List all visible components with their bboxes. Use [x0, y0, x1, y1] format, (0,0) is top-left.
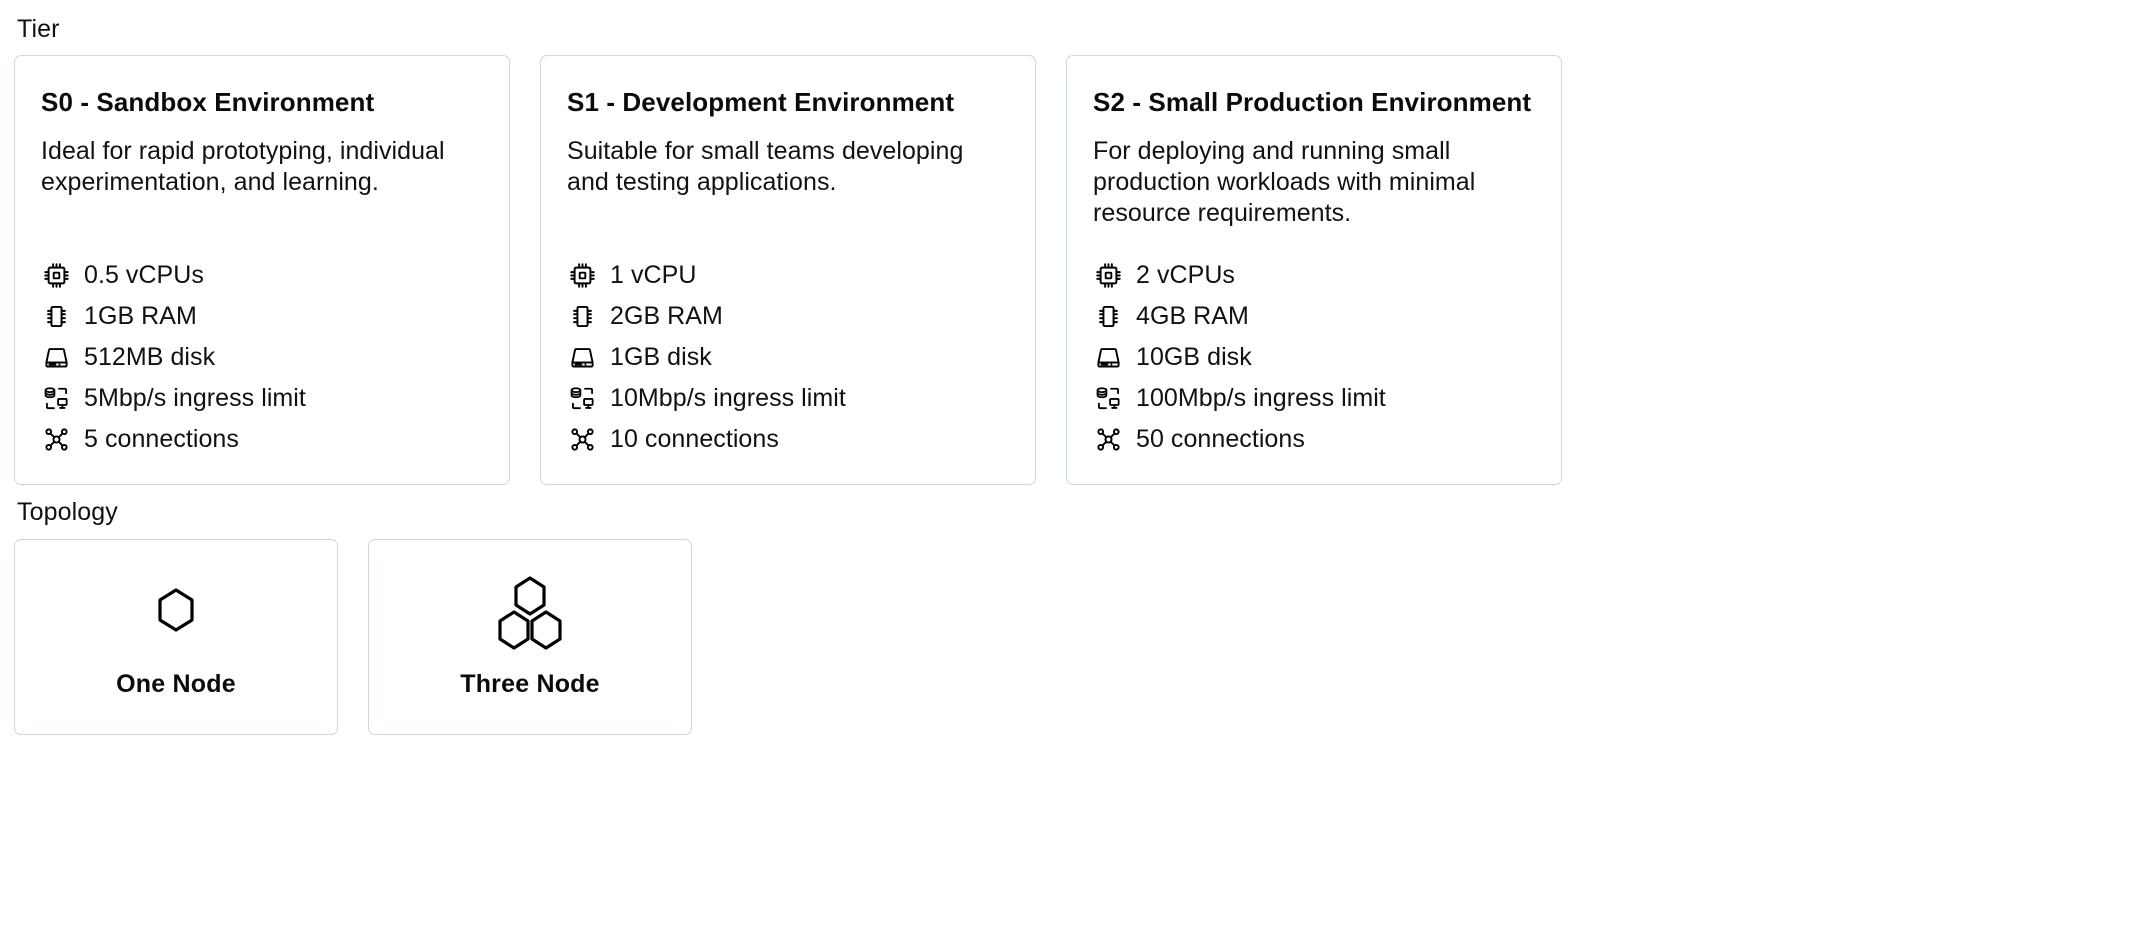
network-graph-icon [1093, 425, 1123, 455]
memory-icon [567, 302, 597, 332]
spec-value: 1GB RAM [84, 302, 197, 330]
spec-row-disk: 512MB disk [41, 337, 483, 378]
spec-value: 512MB disk [84, 343, 216, 371]
tier-card-description: For deploying and running small producti… [1093, 137, 1476, 227]
memory-icon [1093, 302, 1123, 332]
spec-row-memory: 1GB RAM [41, 296, 483, 337]
data-transfer-icon [567, 384, 597, 414]
triple-hexagon-icon [491, 575, 569, 653]
tier-card-list: S0 - Sandbox Environment Ideal for rapid… [14, 55, 2132, 485]
topology-option-three-node[interactable]: Three Node [368, 539, 692, 735]
spec-row-cpu: 0.5 vCPUs [41, 255, 483, 296]
spec-row-ingress: 100Mbp/s ingress limit [1093, 378, 1535, 419]
disk-icon [1093, 343, 1123, 373]
tier-card-title: S2 - Small Production Environment [1093, 87, 1532, 117]
spec-row-connections: 10 connections [567, 419, 1009, 460]
tier-card-description: Ideal for rapid prototyping, individual … [41, 137, 445, 196]
spec-row-ingress: 10Mbp/s ingress limit [567, 378, 1009, 419]
spec-row-cpu: 2 vCPUs [1093, 255, 1535, 296]
spec-row-memory: 2GB RAM [567, 296, 1009, 337]
tier-section-label: Tier [17, 15, 60, 43]
cpu-icon [1093, 261, 1123, 291]
data-transfer-icon [1093, 384, 1123, 414]
topology-option-one-node[interactable]: One Node [14, 539, 338, 735]
cpu-icon [567, 261, 597, 291]
topology-option-list: One Node Three Node [14, 539, 2132, 735]
cpu-icon [41, 261, 71, 291]
memory-icon [41, 302, 71, 332]
spec-value: 100Mbp/s ingress limit [1136, 384, 1386, 412]
spec-value: 2GB RAM [610, 302, 723, 330]
spec-value: 50 connections [1136, 425, 1305, 453]
spec-row-disk: 1GB disk [567, 337, 1009, 378]
spec-value: 10Mbp/s ingress limit [610, 384, 846, 412]
tier-card-description: Suitable for small teams developing and … [567, 137, 964, 196]
tier-card-title: S1 - Development Environment [567, 87, 955, 117]
spec-row-connections: 5 connections [41, 419, 483, 460]
tier-card-s0[interactable]: S0 - Sandbox Environment Ideal for rapid… [14, 55, 510, 485]
tier-card-s2[interactable]: S2 - Small Production Environment For de… [1066, 55, 1562, 485]
spec-value: 2 vCPUs [1136, 261, 1235, 289]
tier-spec-list: 2 vCPUs 4GB RAM [1093, 229, 1535, 460]
network-graph-icon [41, 425, 71, 455]
spec-value: 10GB disk [1136, 343, 1252, 371]
spec-row-ingress: 5Mbp/s ingress limit [41, 378, 483, 419]
disk-icon [567, 343, 597, 373]
tier-card-title: S0 - Sandbox Environment [41, 87, 375, 117]
spec-value: 5 connections [84, 425, 239, 453]
spec-value: 1 vCPU [610, 261, 697, 289]
spec-value: 4GB RAM [1136, 302, 1249, 330]
spec-value: 1GB disk [610, 343, 712, 371]
tier-spec-list: 0.5 vCPUs 1GB RAM [41, 229, 483, 460]
disk-icon [41, 343, 71, 373]
spec-value: 10 connections [610, 425, 779, 453]
spec-row-memory: 4GB RAM [1093, 296, 1535, 337]
single-hexagon-icon [153, 575, 199, 653]
topology-option-label: One Node [116, 670, 236, 698]
tier-card-s1[interactable]: S1 - Development Environment Suitable fo… [540, 55, 1036, 485]
spec-row-disk: 10GB disk [1093, 337, 1535, 378]
data-transfer-icon [41, 384, 71, 414]
topology-section-label: Topology [17, 498, 118, 526]
spec-value: 5Mbp/s ingress limit [84, 384, 306, 412]
spec-row-cpu: 1 vCPU [567, 255, 1009, 296]
spec-row-connections: 50 connections [1093, 419, 1535, 460]
tier-spec-list: 1 vCPU 2GB RAM [567, 229, 1009, 460]
topology-option-label: Three Node [460, 670, 600, 698]
spec-value: 0.5 vCPUs [84, 261, 204, 289]
network-graph-icon [567, 425, 597, 455]
